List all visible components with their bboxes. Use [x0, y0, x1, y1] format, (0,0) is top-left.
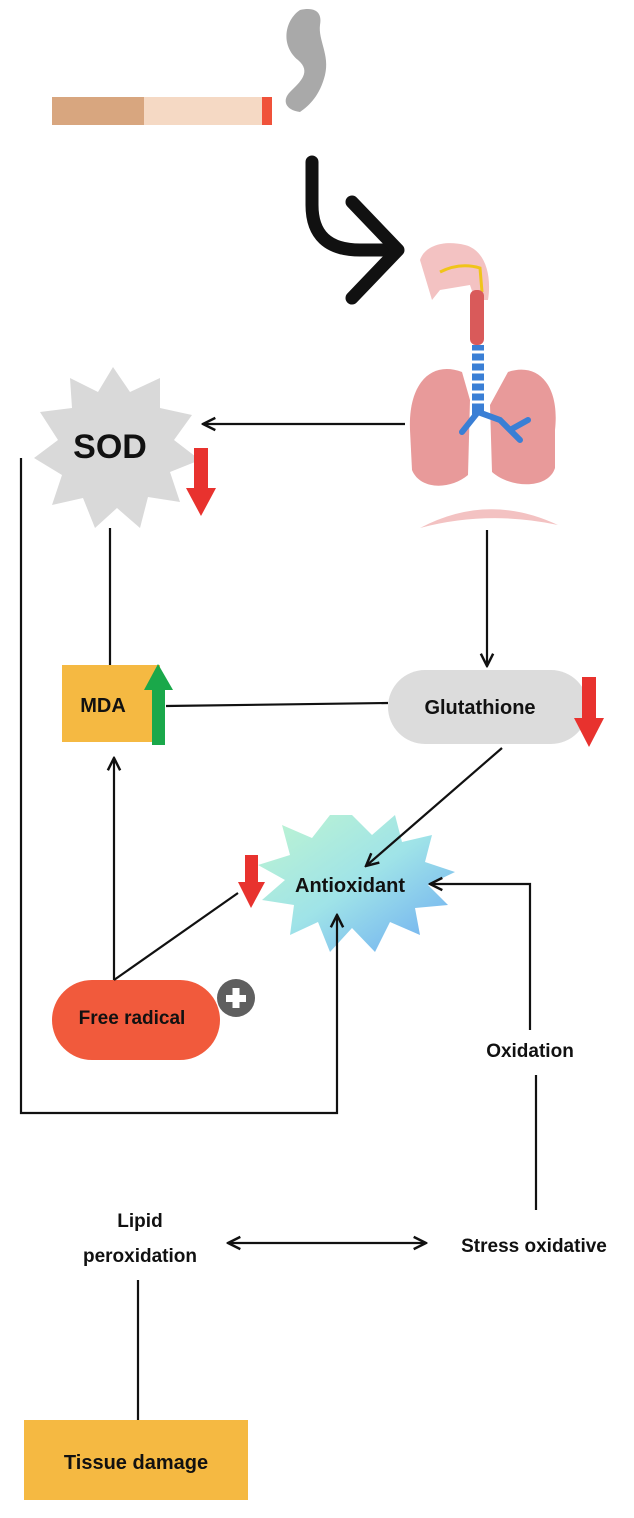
sod-label: SOD	[73, 428, 147, 466]
respiratory-system-icon	[409, 243, 558, 528]
mda-increase-arrow	[144, 664, 173, 745]
connector-glutathione-to-antioxidant	[366, 747, 503, 866]
connector-free-radical-to-antioxidant	[113, 892, 239, 981]
lipid-peroxidation-label-line1: Lipid	[117, 1211, 162, 1232]
sod-node: SOD	[34, 367, 200, 528]
oxidation-label: Oxidation	[486, 1041, 574, 1062]
free-radical-label: Free radical	[79, 1008, 186, 1029]
lipid-peroxidation-label-line2: peroxidation	[83, 1246, 197, 1267]
sod-decrease-arrow	[186, 448, 216, 516]
connector-oxidation-to-antioxidant	[430, 884, 532, 1030]
sod-starburst	[34, 367, 200, 528]
antioxidant-starburst	[258, 815, 455, 952]
connector-glutathione-to-mda	[165, 701, 389, 708]
tissue-damage-label: Tissue damage	[64, 1452, 208, 1474]
glutathione-label: Glutathione	[424, 697, 535, 719]
glutathione-pill: Glutathione	[388, 670, 588, 744]
tissue-damage-box: Tissue damage	[24, 1420, 248, 1500]
mda-box: MDA	[62, 665, 160, 742]
antioxidant-decrease-arrow	[238, 855, 265, 908]
antioxidant-label: Antioxidant	[295, 875, 405, 897]
stress-oxidative-label: Stress oxidative	[461, 1236, 607, 1257]
antioxidant-node: Antioxidant	[258, 815, 455, 952]
free-radical-pill: Free radical	[52, 980, 220, 1060]
glutathione-decrease-arrow	[574, 677, 604, 747]
mda-label: MDA	[80, 695, 126, 717]
cigarette-icon	[52, 9, 327, 125]
curved-arrow-icon	[305, 155, 405, 305]
plus-icon	[217, 979, 255, 1017]
connector-sod-loop-to-antioxidant	[19, 458, 337, 1115]
